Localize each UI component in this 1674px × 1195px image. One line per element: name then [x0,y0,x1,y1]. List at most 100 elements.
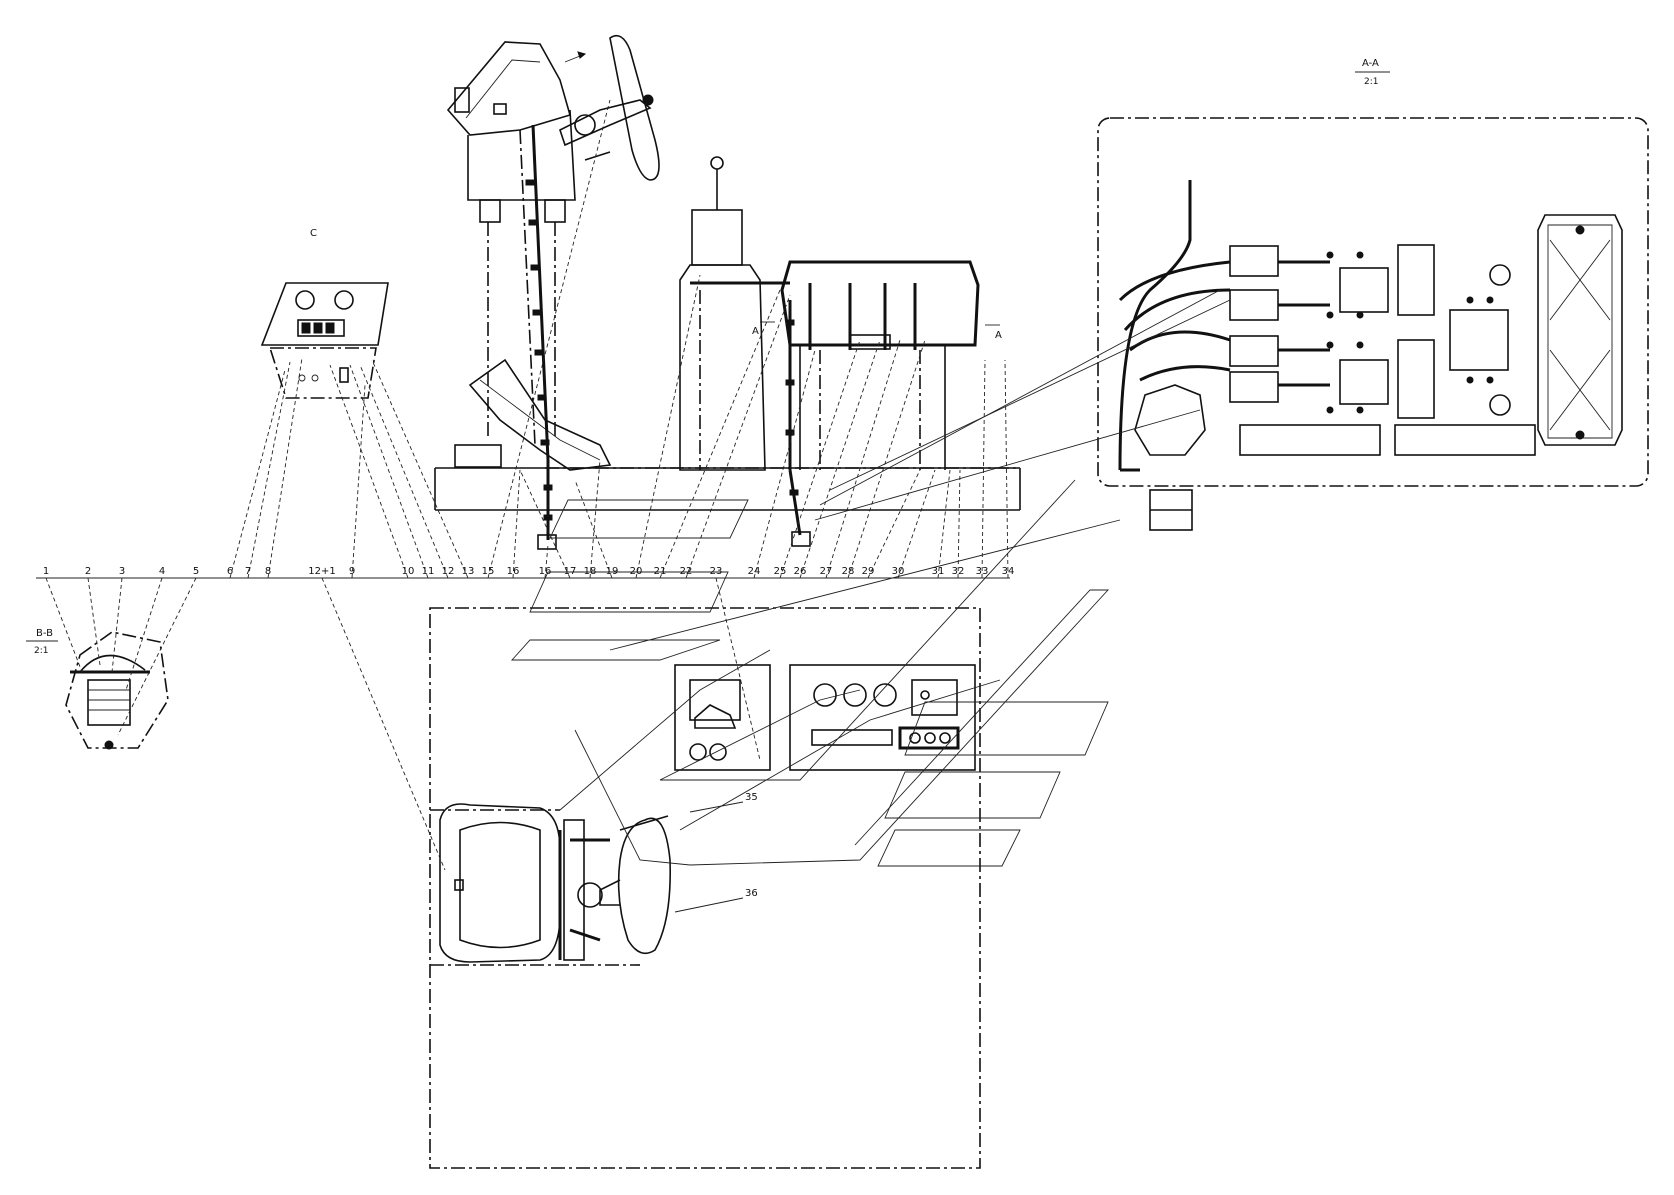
callout-leader-25 [753,349,816,579]
callout-label-4: 4 [159,566,165,577]
aa-module-1 [1339,267,1389,313]
aa-module-5 [1449,309,1509,371]
callout-label-25: 24 [748,566,761,577]
callout-label-23: 22 [680,566,693,577]
gear-knob [710,156,724,170]
plan-gauge-2 [843,683,867,707]
view-c-gauge-left [295,290,315,310]
callout-leader-29 [847,339,926,579]
callout-leader-12 [349,364,429,579]
aa-module-2 [1339,359,1389,405]
view-c-label: C [310,228,317,239]
steering-wheel [609,34,660,181]
aa-module-4 [1397,339,1435,419]
callout-label-22: 21 [654,566,667,577]
view-c-gauge-right [334,290,354,310]
aa-relay-4 [1229,371,1279,403]
callout-label-33: 32 [952,566,965,577]
bb-dome [79,654,146,673]
controller-housing [780,260,980,347]
callout-label-18: 17 [564,566,577,577]
callout-label-17: 16 [539,566,552,577]
callout-label-5: 5 [193,566,199,577]
plan-gauge-3 [873,683,897,707]
callout-leader-4 [125,577,163,691]
callout-leader-17 [544,544,549,579]
callout-label-21: 20 [630,566,643,577]
floor-platform [434,467,1021,511]
callout-leader-35 [1004,359,1009,579]
callout-label-12: 11 [422,566,435,577]
bb-bottom-knob [104,740,114,750]
aa-grommet [1134,384,1206,456]
callout-leader-3 [111,577,123,673]
callout-label-3: 3 [119,566,125,577]
callout-leader-22 [659,289,781,579]
callout-label-30: 29 [862,566,875,577]
aa-relay-1 [1229,245,1279,277]
gear-lever-box [691,209,743,266]
callout-label-24: 23 [710,566,723,577]
bb-body [87,679,131,726]
callout-label-27: 26 [794,566,807,577]
section-aa-view: A-A 2:1 [1097,58,1649,531]
section-aa-label: A-A [1362,58,1379,69]
callout-36: 36 [745,888,758,899]
plan-seat [439,803,561,963]
plan-steering-wheel [617,817,672,955]
callout-label-32: 31 [932,566,945,577]
plan-view-frame [429,607,981,1169]
callout-leader-6 [229,369,286,579]
callout-label-19: 18 [584,566,597,577]
column-body [467,109,576,201]
section-mark-left: A [752,326,759,337]
aa-fuse-box [1537,214,1623,446]
callout-leader-27 [799,339,881,579]
callout-leader-8 [267,357,303,579]
callout-label-7: 7 [245,566,251,577]
callout-leader-15 [487,99,611,579]
plan-switch-bank [898,726,960,750]
callout-leader-24 [715,577,761,761]
section-aa-frame [1097,117,1649,487]
plan-gauge-1 [813,683,837,707]
callout-leader-31 [897,469,936,579]
callout-leader-20 [574,479,613,579]
callout-leader-1 [45,577,83,673]
callout-label-15: 15 [482,566,495,577]
plan-view [429,607,981,1169]
callout-label-26: 25 [774,566,787,577]
pedal-linkage [468,358,612,471]
view-c: C [260,228,389,399]
view-c-lower-mount [268,347,377,399]
view-c-switch-block [297,319,345,337]
dash-head [446,41,571,136]
callout-label-2: 2 [85,566,91,577]
callout-label-1: 1 [43,566,49,577]
harness-routing-bands [510,289,1231,867]
callout-label-10: 9 [349,566,355,577]
bb-octagon-housing [65,631,169,749]
column-harness [531,124,550,461]
callout-label-6: 6 [227,566,233,577]
aa-main-harness [1118,180,1192,471]
callout-leader-10 [351,384,366,579]
plan-display [811,729,893,746]
controller-elevation: A A [679,156,1002,547]
section-mark-right: A [995,330,1002,341]
callout-label-29: 28 [842,566,855,577]
aa-relay-2 [1229,289,1279,321]
callout-leader-2 [87,577,101,666]
section-bb-view: B-B 2:1 [26,628,169,750]
callout-leader-9 [321,577,446,871]
steering-column-elevation [446,34,660,550]
callout-label-35: 34 [1002,566,1015,577]
callout-leader-7 [247,361,291,579]
view-c-housing [260,282,389,346]
section-aa-scale: 2:1 [1364,77,1378,87]
aa-module-3 [1397,244,1435,316]
callout-label-34: 33 [976,566,989,577]
callout-label-14: 13 [462,566,475,577]
